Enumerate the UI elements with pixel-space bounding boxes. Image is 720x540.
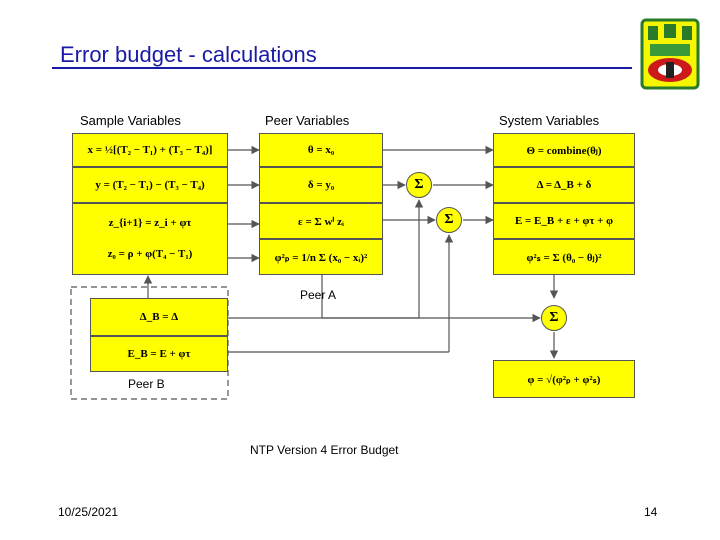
sample-x-equation: x = ½[(T₂ − T₁) + (T₃ − T₄)] bbox=[72, 133, 228, 167]
peer-b-label: Peer B bbox=[128, 377, 165, 391]
system-phi-s-equation: φ²ₛ = Σ (θ₀ − θⱼ)² bbox=[493, 239, 635, 275]
sum-node-epsilon: Σ bbox=[436, 207, 462, 233]
system-e-equation: E = E_B + ε + φτ + φ bbox=[493, 203, 635, 239]
system-theta-equation: Θ = combine(θⱼ) bbox=[493, 133, 635, 167]
peer-theta-equation: θ = x₀ bbox=[259, 133, 383, 167]
system-delta-equation: Δ = Δ_B + δ bbox=[493, 167, 635, 203]
peer-phi-p-equation: φ²ₚ = 1/n Σ (x₀ − xᵢ)² bbox=[259, 239, 383, 275]
diagram-caption: NTP Version 4 Error Budget bbox=[250, 443, 399, 457]
peer-epsilon-equation: ε = Σ wⁱ zᵢ bbox=[259, 203, 383, 239]
sample-z0-equation: z₀ = ρ + φ(T₄ − T₁) bbox=[72, 238, 228, 270]
page-number: 14 bbox=[644, 505, 657, 519]
sum-node-delta: Σ bbox=[406, 172, 432, 198]
peer-a-label: Peer A bbox=[300, 288, 336, 302]
peer-delta-equation: δ = y₀ bbox=[259, 167, 383, 203]
peer-b-delta-equation: Δ_B = Δ bbox=[90, 298, 228, 336]
sum-node-phi: Σ bbox=[541, 305, 567, 331]
footer-date: 10/25/2021 bbox=[58, 505, 118, 519]
sample-y-equation: y = (T₂ − T₁) − (T₃ − T₄) bbox=[72, 167, 228, 203]
sample-z-recurrence: z_{i+1} = z_i + φτ bbox=[72, 208, 228, 238]
peer-b-e-equation: E_B = E + φτ bbox=[90, 336, 228, 372]
result-phi-equation: φ = √(φ²ₚ + φ²ₛ) bbox=[493, 360, 635, 398]
